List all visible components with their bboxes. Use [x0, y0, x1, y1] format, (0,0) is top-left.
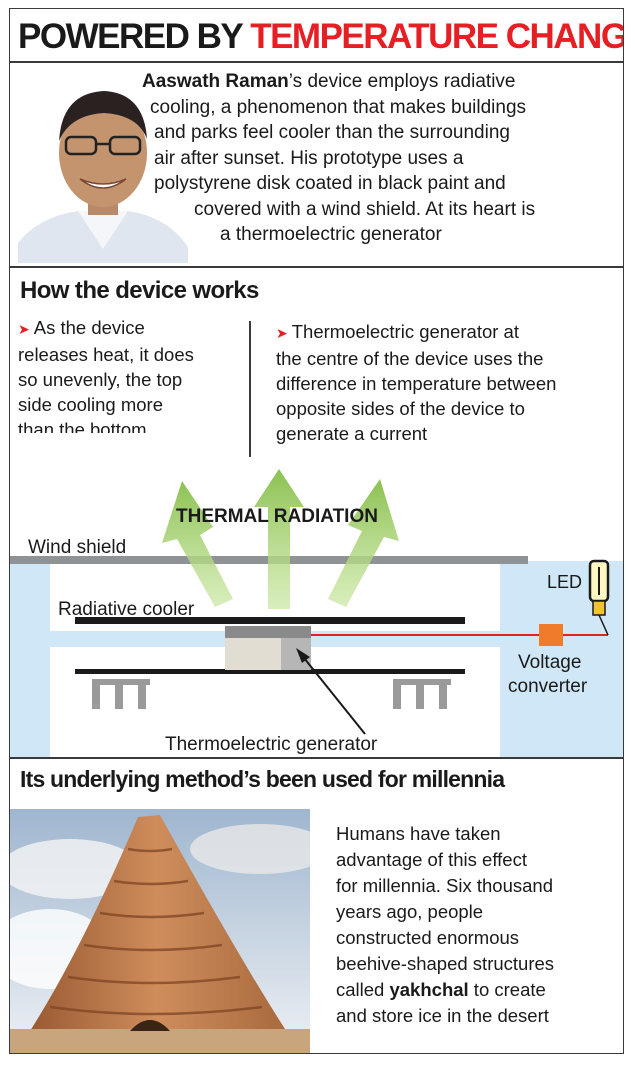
column-divider [249, 321, 251, 457]
portrait-photo [18, 71, 188, 263]
voltage-converter-box [539, 624, 563, 646]
radiative-cooler-plate [75, 617, 465, 624]
thermal-radiation-arrows [162, 469, 399, 609]
radiation-arrow [162, 481, 233, 607]
radiation-arrow [254, 469, 304, 609]
step-right: ➤Thermoelectric generator at the centre … [276, 321, 557, 444]
pointer-icon: ➤ [18, 321, 30, 337]
step-left: ➤As the device releases heat, it does so… [18, 317, 194, 433]
title-red: TEMPERATURE CHANGE [250, 17, 624, 56]
person-name: Aaswath Raman [142, 71, 289, 92]
voltage-label: Voltage [518, 652, 581, 673]
yakhchal-photo [10, 809, 310, 1053]
lower-plate [75, 669, 465, 674]
intro-paragraph: Aaswath Raman’s device employs radiative… [142, 71, 536, 245]
divider [10, 757, 623, 759]
pointer-head [296, 648, 310, 663]
divider [10, 61, 623, 63]
teg-body [225, 638, 281, 670]
yakhchal-term: yakhchal [389, 979, 469, 1000]
thermal-radiation-label: THERMAL RADIATION [176, 506, 378, 527]
history-paragraph: Humans have taken advantage of this effe… [336, 823, 555, 1026]
section-heading: Its underlying method’s been used for mi… [20, 766, 505, 792]
teg-top [225, 626, 311, 638]
divider [10, 266, 623, 268]
device-diagram: THERMAL RADIATION Wind shield Radiative … [10, 469, 623, 757]
radiation-arrow [328, 479, 399, 607]
teg-side [281, 638, 311, 670]
right-support [393, 679, 451, 709]
section-heading: How the device works [20, 277, 259, 304]
converter-label: converter [508, 676, 588, 697]
wind-shield-label: Wind shield [28, 537, 126, 558]
led-icon [588, 559, 610, 636]
pointer-line [299, 652, 366, 735]
teg-label: Thermoelectric generator [165, 734, 378, 755]
pointer-icon: ➤ [276, 325, 288, 341]
led-label: LED [547, 572, 582, 592]
radiative-cooler-label: Radiative cooler [58, 599, 195, 620]
left-support [92, 679, 150, 709]
title-black: POWERED BY [18, 17, 244, 56]
